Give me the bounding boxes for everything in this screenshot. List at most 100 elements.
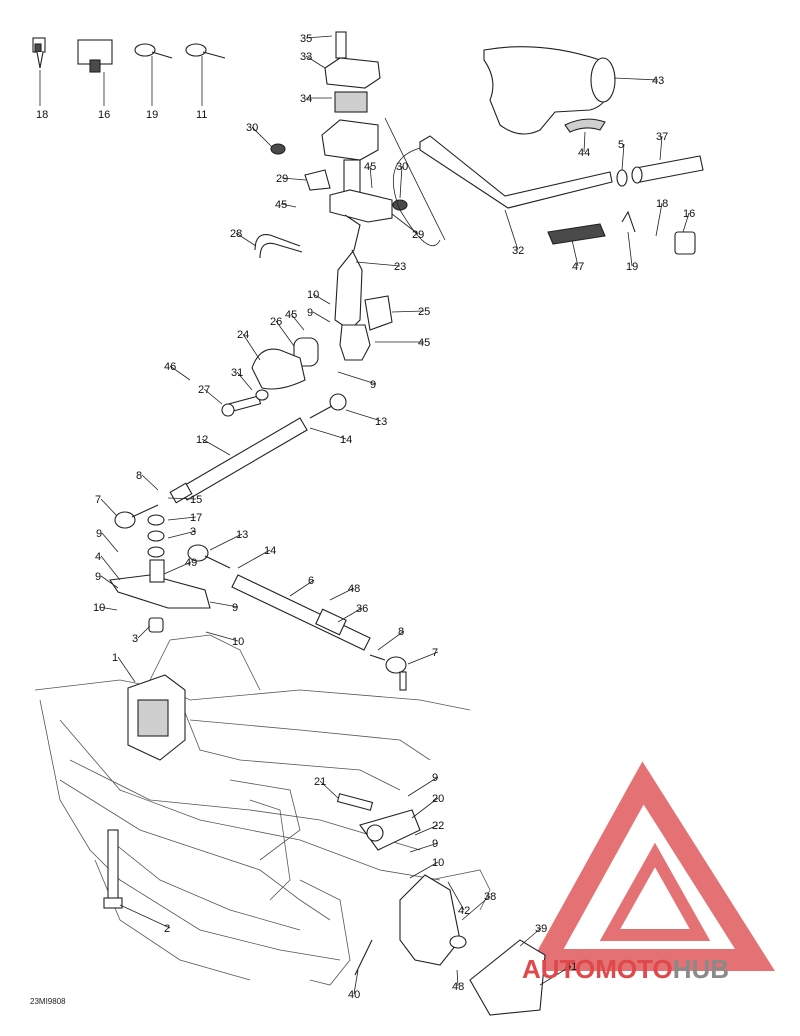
- callout-42: 42: [458, 905, 470, 917]
- leader-line-2: [119, 904, 171, 929]
- leader-line-14: [309, 427, 347, 440]
- callout-2: 2: [164, 923, 170, 935]
- callout-43: 43: [652, 75, 664, 87]
- handlebar-pad-43: [483, 46, 616, 135]
- clamp-11: [185, 43, 226, 59]
- callout-8: 8: [136, 470, 142, 482]
- callout-38: 38: [484, 891, 496, 903]
- callout-48: 48: [452, 981, 464, 993]
- leader-line-6: [289, 579, 315, 597]
- callout-17: 17: [190, 512, 202, 524]
- watermark-moto: MOTO: [595, 954, 673, 984]
- leader-line-7: [100, 498, 118, 517]
- leader-line-39: [519, 927, 542, 947]
- ball-joint-13-lower: [187, 544, 231, 569]
- leader-line-37: [659, 135, 663, 161]
- leader-line-25: [391, 310, 425, 313]
- washer-stack-17: [147, 514, 165, 558]
- callout-39: 39: [535, 923, 547, 935]
- leader-line-3: [137, 625, 151, 639]
- callout-6: 6: [308, 575, 314, 587]
- leader-line-8: [377, 630, 405, 651]
- sleeve-5: [616, 169, 628, 187]
- leader-line-4: [100, 555, 121, 581]
- leader-line-44: [583, 131, 586, 153]
- steering-column-upper: [321, 31, 393, 361]
- callout-9: 9: [95, 571, 101, 583]
- callout-10: 10: [232, 636, 244, 648]
- leader-line-29: [391, 213, 419, 235]
- leader-line-10: [98, 606, 118, 611]
- callout-13: 13: [236, 529, 248, 541]
- nut-30-right: [392, 199, 408, 211]
- figure-code: 23MI9808: [30, 997, 66, 1006]
- bolt-27: [221, 395, 262, 417]
- callout-46: 46: [164, 361, 176, 373]
- leader-line-1: [117, 656, 136, 683]
- watermark-hub: HUB: [673, 954, 729, 984]
- callout-13: 13: [375, 416, 387, 428]
- leader-line-8: [141, 474, 159, 491]
- clamp-29-left: [304, 169, 331, 191]
- callout-35: 35: [300, 33, 312, 45]
- callout-45: 45: [275, 199, 287, 211]
- nut-30-left: [270, 143, 286, 155]
- callout-45: 45: [364, 161, 376, 173]
- callout-28: 28: [230, 228, 242, 240]
- callout-23: 23: [394, 261, 406, 273]
- callout-20: 20: [432, 793, 444, 805]
- connector-16-right: [674, 231, 696, 255]
- leader-line-18: [655, 202, 663, 237]
- leader-line-9: [312, 311, 331, 323]
- callout-9: 9: [307, 307, 313, 319]
- callout-37: 37: [656, 131, 668, 143]
- callout-29: 29: [412, 229, 424, 241]
- callout-18: 18: [656, 198, 668, 210]
- leader-line-49: [163, 561, 192, 575]
- leader-line-23: [355, 261, 401, 267]
- bolt-2: [103, 829, 123, 909]
- leader-line-35: [305, 35, 333, 39]
- callout-27: 27: [198, 384, 210, 396]
- leader-line-36: [337, 607, 363, 623]
- leader-line-9: [209, 601, 239, 608]
- leader-line-41: [539, 965, 572, 986]
- leader-line-16: [682, 212, 690, 233]
- leader-line-13: [345, 409, 382, 422]
- leader-line-9: [337, 371, 377, 385]
- callout-31: 31: [231, 367, 243, 379]
- callout-1: 1: [112, 652, 118, 664]
- callout-16: 16: [683, 208, 695, 220]
- callout-19: 19: [146, 109, 158, 121]
- leader-line-9: [101, 532, 119, 553]
- callout-16: 16: [98, 109, 110, 121]
- connector-16: [77, 39, 113, 73]
- callout-14: 14: [264, 545, 276, 557]
- leader-line-13: [209, 533, 243, 551]
- callout-11: 11: [196, 109, 207, 121]
- leader-line-45: [280, 203, 297, 208]
- callout-25: 25: [418, 306, 430, 318]
- leader-line-47: [571, 239, 579, 267]
- connector-18: [32, 37, 46, 69]
- callout-34: 34: [300, 93, 312, 105]
- pitman-arm-4: [109, 559, 211, 609]
- leader-line-10: [312, 293, 331, 305]
- leader-line-10: [409, 861, 439, 879]
- leader-line-46: [169, 365, 191, 381]
- callout-12: 12: [196, 434, 208, 446]
- leader-line-45: [369, 165, 373, 189]
- ski-leg-38: [399, 874, 467, 966]
- leader-line-7: [407, 651, 439, 665]
- leader-line-17: [167, 516, 197, 521]
- callout-33: 33: [300, 51, 312, 63]
- pin-40: [354, 939, 373, 976]
- callout-19: 19: [626, 261, 638, 273]
- callout-4: 4: [95, 551, 101, 563]
- steering-bracket-1: [127, 674, 186, 761]
- callout-29: 29: [276, 173, 288, 185]
- leader-line-12: [201, 438, 231, 456]
- callout-18: 18: [36, 109, 48, 121]
- tie-rod-12: [169, 417, 308, 504]
